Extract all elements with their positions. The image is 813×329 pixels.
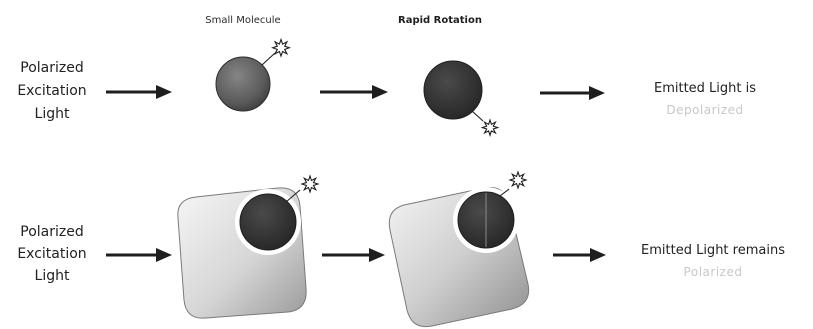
top-input-line1: Polarized (20, 60, 83, 76)
bottom-output-label: Emitted Light remains Polarized (641, 243, 785, 279)
top-input-line2: Excitation (17, 83, 86, 99)
header-small-molecule: Small Molecule (205, 15, 280, 26)
bottom-output-line1: Emitted Light remains (641, 243, 785, 258)
bottom-input-label: Polarized Excitation Light (17, 224, 86, 284)
right-arrow-icon (553, 248, 606, 262)
bottom-input-line2: Excitation (17, 246, 86, 262)
right-arrow-icon (106, 85, 172, 99)
right-arrow-icon (106, 248, 172, 262)
bottom-input-line3: Light (35, 268, 70, 284)
header-rapid-rotation: Rapid Rotation (398, 15, 482, 26)
protein-bound-molecule (178, 176, 318, 318)
rotated-molecule (424, 61, 498, 135)
top-output-label: Emitted Light is Depolarized (654, 81, 756, 117)
bottom-output-line2: Polarized (684, 265, 743, 279)
right-arrow-icon (322, 248, 385, 262)
top-input-line3: Light (35, 106, 70, 122)
star-icon (510, 172, 526, 188)
bottom-input-line1: Polarized (20, 224, 83, 240)
small-molecule (216, 40, 289, 112)
protein-bound-molecule-rotated (389, 172, 528, 327)
right-arrow-icon (540, 86, 605, 100)
top-output-line2: Depolarized (666, 103, 743, 117)
star-icon (482, 120, 497, 135)
top-input-label: Polarized Excitation Light (17, 60, 86, 122)
right-arrow-icon (320, 85, 388, 99)
star-icon (273, 40, 290, 57)
top-output-line1: Emitted Light is (654, 81, 756, 96)
star-icon (302, 176, 318, 192)
